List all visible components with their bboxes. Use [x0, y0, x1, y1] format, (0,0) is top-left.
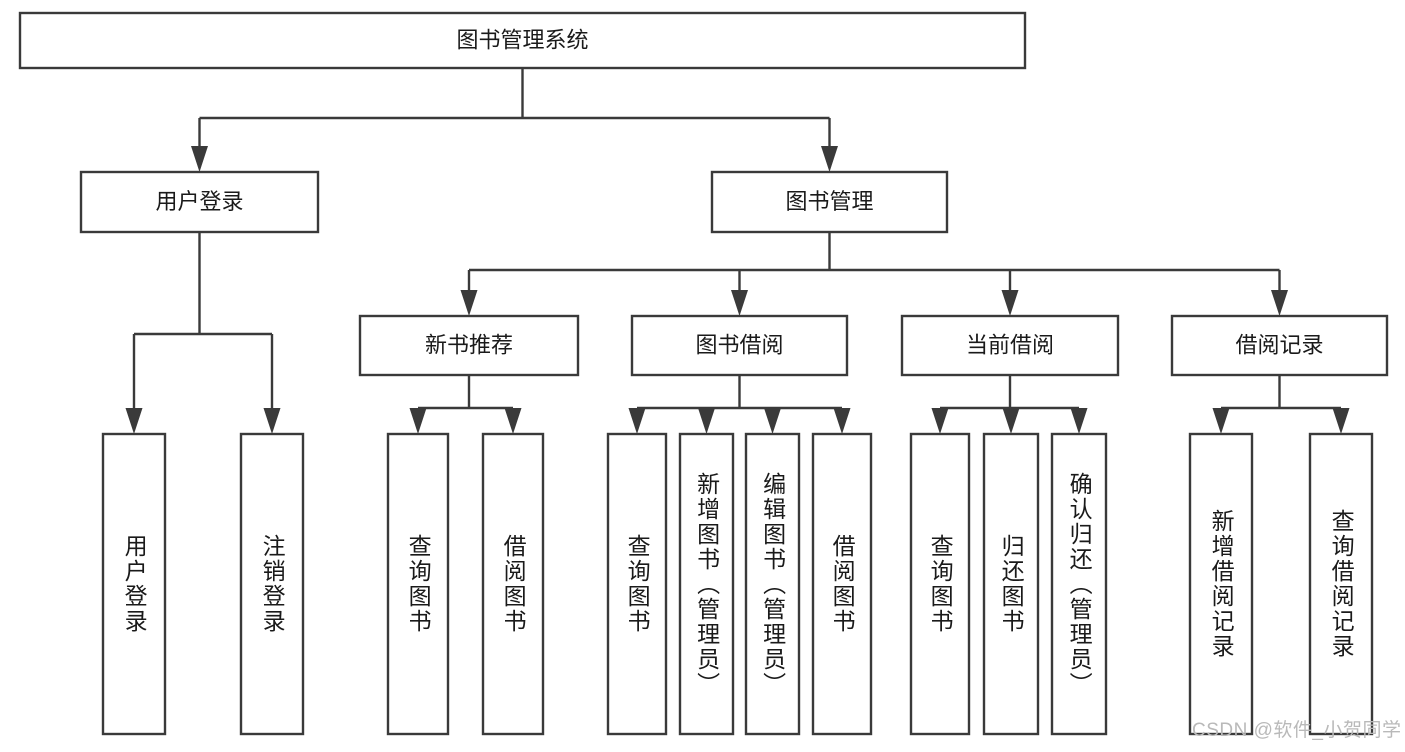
node-current-borrow-label: 当前借阅 [966, 332, 1054, 357]
node-new-book-recommend-label: 新书推荐 [425, 332, 513, 357]
node-user-login-label: 用户登录 [155, 189, 243, 214]
current-borrow-fan-branch-1-arrowhead [1002, 408, 1020, 434]
node-root-label: 图书管理系统 [456, 27, 588, 52]
node-leaf-borrow-book-1 [481, 432, 545, 736]
node-book-borrow-label: 图书借阅 [695, 332, 783, 357]
node-book-manage: 图书管理 [710, 170, 949, 234]
node-leaf-query-borrow-record [1308, 432, 1374, 736]
root-fan-branch-0-arrowhead [191, 146, 208, 172]
borrow-record-fan-branch-0-arrowhead [1212, 408, 1230, 434]
node-leaf-add-borrow-record [1188, 432, 1254, 736]
node-current-borrow: 当前借阅 [900, 314, 1120, 377]
node-user-login: 用户登录 [79, 170, 320, 234]
node-leaf-borrow-book-2 [811, 432, 873, 736]
book-borrow-fan-branch-0-arrowhead [628, 408, 646, 434]
book-manage-fan-branch-2-arrowhead [1001, 290, 1019, 316]
node-borrow-record-label: 借阅记录 [1235, 332, 1323, 357]
csdn-watermark: CSDN @软件_小贺同学 [1192, 720, 1402, 741]
new-book-fan-branch-1-arrowhead [504, 408, 522, 434]
new-book-fan-branch-0-arrowhead [409, 408, 427, 434]
book-manage-fan-branch-1-arrowhead [731, 290, 748, 316]
node-leaf-add-book-admin [678, 432, 735, 736]
book-borrow-fan-branch-1-arrowhead [698, 408, 715, 434]
user-login-fan-branch-0-arrowhead [125, 408, 143, 434]
root-fan-branch-1-arrowhead [821, 146, 838, 172]
current-borrow-fan-branch-0-arrowhead [931, 408, 949, 434]
borrow-record-fan-branch-1-arrowhead [1332, 408, 1350, 434]
book-borrow-fan-branch-2-arrowhead [764, 408, 781, 434]
node-leaf-confirm-return-admin [1050, 432, 1108, 736]
node-leaf-return-book [982, 432, 1040, 736]
node-new-book-recommend: 新书推荐 [358, 314, 580, 377]
user-login-fan-branch-1-arrowhead [263, 408, 281, 434]
node-leaf-query-book-2 [606, 432, 668, 736]
node-root: 图书管理系统 [18, 11, 1027, 70]
node-borrow-record: 借阅记录 [1170, 314, 1389, 377]
node-leaf-query-book-1 [386, 432, 450, 736]
book-borrow-fan-branch-3-arrowhead [833, 408, 851, 434]
node-leaf-logout [239, 432, 305, 736]
book-manage-fan-branch-3-arrowhead [1271, 290, 1288, 316]
current-borrow-fan-branch-2-arrowhead [1070, 408, 1088, 434]
node-book-manage-label: 图书管理 [785, 189, 873, 214]
book-manage-fan-branch-0-arrowhead [460, 290, 478, 316]
node-leaf-user-login [101, 432, 167, 736]
node-book-borrow: 图书借阅 [630, 314, 849, 377]
node-leaf-edit-book-admin [744, 432, 801, 736]
node-leaf-query-book-3 [909, 432, 971, 736]
